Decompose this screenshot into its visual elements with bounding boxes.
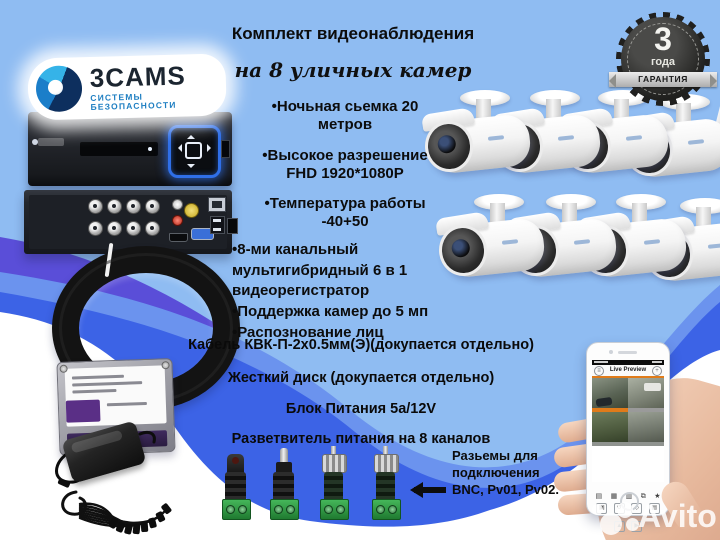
camera-image — [434, 194, 550, 294]
badge-unit: года — [650, 56, 676, 68]
include-cable: Кабель КВК-П-2х0.5мм(Э)(докупается отдел… — [188, 337, 534, 353]
bnc-port — [88, 199, 103, 214]
menu-icon: ≡ — [594, 366, 604, 376]
hdmi-port — [169, 233, 188, 242]
camera-feed — [628, 412, 664, 446]
brand-tagline: СИСТЕМЫ БЕЗОПАСНОСТИ — [90, 91, 177, 112]
bnc-connector-image — [312, 446, 356, 520]
selected-channel-bar — [592, 408, 628, 412]
dc-female-connector-image — [214, 446, 258, 520]
camera-grid — [592, 378, 664, 446]
usb-ports — [210, 216, 225, 234]
bnc-port — [88, 221, 103, 236]
dvr-logo — [32, 138, 64, 146]
connectors-note: Разьемы для подключения BNC, Pv01, Pv02. — [452, 448, 559, 497]
camera-image — [576, 194, 692, 294]
grid-view-icon: ▦ — [610, 493, 618, 500]
favorite-icon: ★ — [654, 493, 661, 500]
badge-ribbon: ГАРАНТИЯ — [609, 72, 717, 88]
dvr-nav-pad — [168, 125, 221, 178]
power-adapter-image — [44, 420, 164, 504]
avito-watermark: Avito — [586, 498, 717, 540]
bnc-connector-image — [364, 446, 408, 520]
camera-image — [506, 194, 622, 294]
app-nav-bar: ≡ Live Preview + — [592, 365, 664, 376]
monitor-icon: ▤ — [648, 503, 660, 514]
brand-logo: 3CAMS СИСТЕМЫ БЕЗОПАСНОСТИ — [27, 53, 227, 121]
bnc-port — [107, 199, 122, 214]
include-splitter: Разветвитель питания на 8 каналов — [231, 431, 491, 447]
bnc-port — [107, 221, 122, 236]
bnc-port — [145, 221, 160, 236]
phone-speaker — [618, 351, 637, 354]
brand-name: 3CAMS — [89, 60, 187, 93]
dvr-front-image — [28, 112, 232, 186]
avito-wordmark: Avito — [638, 498, 717, 534]
add-icon: + — [652, 366, 662, 376]
feature-item: •Высокое разрешение FHD 1920*1080P — [262, 146, 428, 182]
camera-image — [490, 90, 606, 190]
feature-item: •Температура работы -40+50 — [264, 195, 426, 231]
left-arrow-icon — [402, 482, 448, 498]
badge-number: 3 — [654, 21, 672, 57]
include-hdd: Жесткий диск (докупается отдельно) — [227, 370, 495, 386]
grid-view-icon: ▤ — [595, 493, 603, 500]
bnc-port — [145, 199, 160, 214]
page-title: Комплект видеонаблюдения — [231, 24, 475, 43]
rca-yellow-port — [184, 203, 199, 218]
camera-image — [420, 90, 536, 190]
avito-logo-dot — [600, 513, 622, 535]
channel-info-bar — [628, 408, 664, 412]
feature-item: •8-ми канальный мультигибридный 6 в 1 ви… — [232, 241, 408, 300]
avito-logo-dot — [626, 518, 639, 531]
ethernet-port — [208, 197, 226, 212]
page-subtitle: на 8 уличных камер — [234, 58, 472, 82]
dvr-back-image — [24, 190, 238, 254]
phone-front-camera — [609, 350, 613, 354]
app-accent-bar — [592, 376, 664, 378]
avito-logo-dot — [617, 502, 633, 518]
power-switch — [227, 218, 238, 234]
camera-image — [640, 198, 720, 298]
feature-list-top: •Ночьная сьемка 20 метров •Высокое разре… — [250, 98, 440, 244]
phone-screen: ≡ Live Preview + — [592, 360, 664, 482]
feature-item: •Поддержка камер до 5 мп — [232, 303, 429, 321]
rca-red-port — [172, 215, 183, 226]
dvr-usb-port — [221, 140, 230, 158]
power-splitter-image — [52, 474, 178, 540]
feature-item: •Распознование лиц — [232, 323, 384, 341]
badge-dotted-ring — [627, 23, 699, 95]
dc-male-connector-image — [262, 446, 306, 520]
feature-list-bottom: •8-ми канальный мультигибридный 6 в 1 ви… — [232, 240, 442, 343]
vga-port — [191, 228, 214, 240]
smartphone: ≡ Live Preview + ▤ ▦ ▥ — [586, 342, 670, 532]
channel-info-bar — [592, 442, 664, 446]
rca-white-port — [172, 199, 183, 210]
avito-logo-dot — [592, 504, 603, 515]
camera-feed — [592, 412, 628, 446]
include-psu: Блок Питания 5а/12V — [285, 401, 437, 417]
bnc-port — [126, 221, 141, 236]
brand-swirl-icon — [35, 65, 83, 113]
camera-feed — [592, 378, 628, 412]
warranty-badge: 3 года ГАРАНТИЯ — [609, 12, 717, 106]
camera-feed — [628, 378, 664, 412]
feature-item: •Ночьная сьемка 20 метров — [271, 98, 419, 134]
multi-view-icon: ⧉ — [640, 493, 646, 500]
bnc-port — [126, 199, 141, 214]
dvr-display — [80, 142, 158, 156]
phone-status-bar — [592, 360, 664, 365]
app-title: Live Preview — [609, 367, 647, 373]
